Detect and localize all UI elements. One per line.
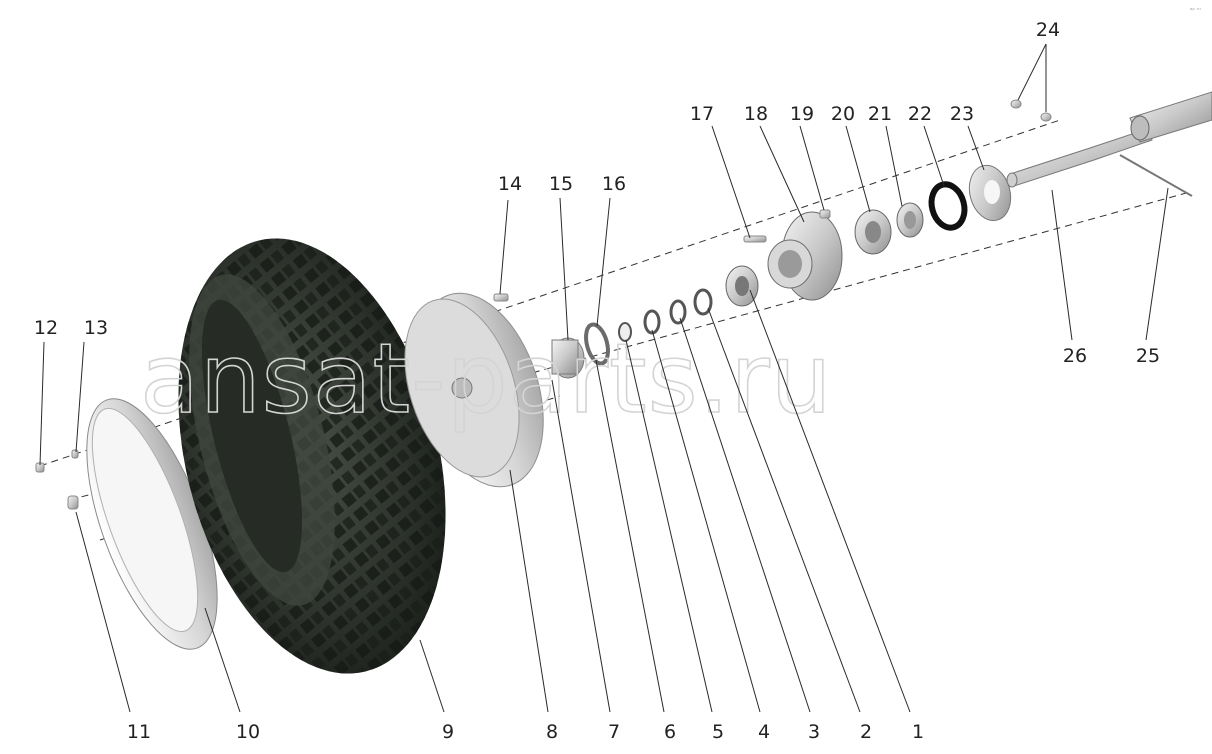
hub (767, 211, 843, 301)
callout-26: 26 (1063, 345, 1087, 367)
callout-17: 17 (690, 103, 714, 125)
callout-23: 23 (950, 103, 974, 125)
callout-10: 10 (236, 721, 260, 743)
callout-6: 6 (664, 721, 676, 743)
corner-mark: ᵃᵖ ʳᵘ (1190, 7, 1201, 14)
rim-flange-ring (86, 398, 218, 650)
cover-disc (968, 164, 1012, 222)
callout-22: 22 (908, 103, 932, 125)
callout-11: 11 (127, 721, 151, 743)
pin (1119, 154, 1193, 197)
callout-13: 13 (84, 317, 108, 339)
callout-15: 15 (549, 173, 573, 195)
callout-24: 24 (1036, 19, 1060, 41)
leader-lines (39, 43, 1169, 713)
callout-19: 19 (790, 103, 814, 125)
callout-5: 5 (712, 721, 724, 743)
axle-housing (1129, 91, 1212, 143)
bolt (493, 293, 509, 302)
bearing-inner (725, 265, 759, 307)
callout-14: 14 (498, 173, 522, 195)
grease-nipple (819, 209, 831, 219)
callout-2: 2 (860, 721, 872, 743)
hub-cap-and-ring (551, 322, 610, 379)
wheel-disc (404, 292, 544, 488)
callout-25: 25 (1136, 345, 1160, 367)
washers (618, 288, 713, 342)
callout-labels: 1 2 3 4 5 6 7 8 9 10 11 12 13 14 15 16 1… (34, 19, 1160, 743)
watermark: ansat-parts.ru (140, 323, 833, 435)
callout-16: 16 (602, 173, 626, 195)
stud (743, 235, 767, 243)
callout-8: 8 (546, 721, 558, 743)
small-hardware (35, 449, 79, 510)
callout-4: 4 (758, 721, 770, 743)
seal-ring (928, 181, 968, 231)
callout-21: 21 (868, 103, 892, 125)
callout-12: 12 (34, 317, 58, 339)
callout-7: 7 (608, 721, 620, 743)
callout-9: 9 (442, 721, 454, 743)
callout-3: 3 (808, 721, 820, 743)
housing-bolts (1010, 99, 1052, 122)
callout-18: 18 (744, 103, 768, 125)
tire (178, 238, 446, 674)
outer-bearings (854, 202, 924, 255)
axle (1006, 127, 1153, 188)
callout-20: 20 (831, 103, 855, 125)
callout-1: 1 (912, 721, 924, 743)
